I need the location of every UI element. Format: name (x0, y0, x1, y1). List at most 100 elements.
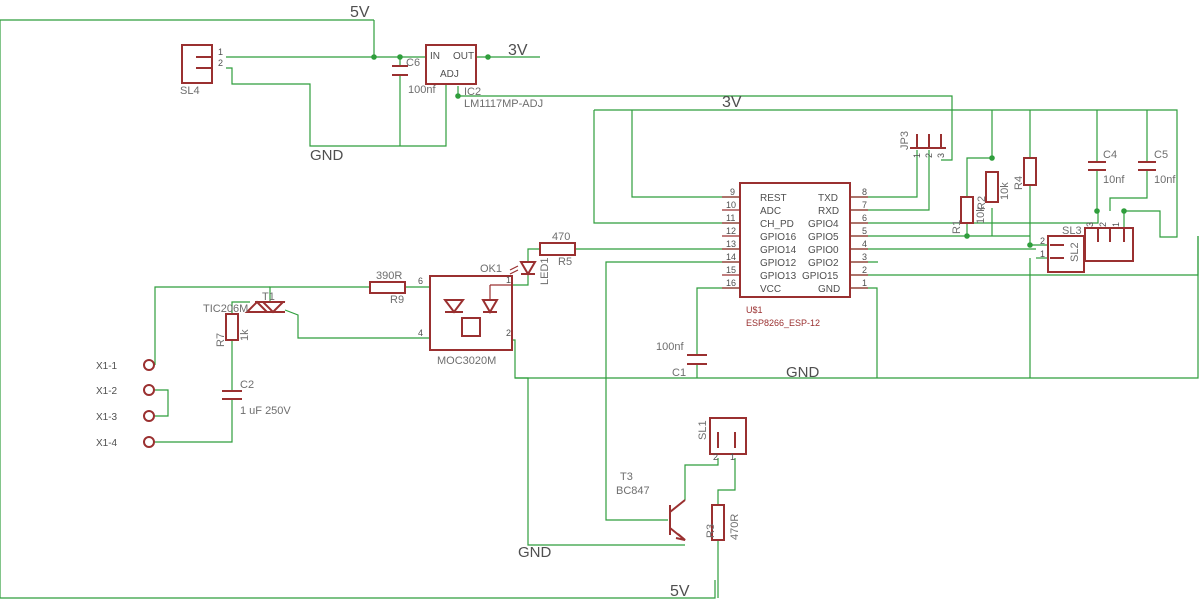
c6-capacitor (392, 65, 408, 76)
esp-pin-no: 3 (862, 252, 867, 262)
wire-3v-bus (594, 109, 1178, 238)
label-c6-val: 100nf (408, 84, 436, 96)
sl2-connector (1047, 235, 1085, 273)
label-ok1: OK1 (480, 263, 502, 275)
esp-pin-name: GPIO13 (760, 271, 797, 282)
c4-capacitor (1088, 161, 1106, 171)
wire-ok1-pin2 (512, 339, 685, 546)
wire-5v-loop (0, 19, 716, 599)
wire-r4-sl2 (1029, 185, 1048, 246)
esp-pin-no: 2 (862, 265, 867, 275)
label-r9-val: 390R (376, 270, 402, 282)
esp-pin-name: GPIO5 (808, 232, 839, 243)
r2-resistor (985, 171, 999, 203)
pin-ok-4: 4 (418, 328, 423, 338)
junction-3v-out (485, 54, 491, 60)
wire-ok1-pin4 (284, 309, 430, 339)
wire-adj (457, 86, 953, 161)
wire-gpio4 (850, 211, 1099, 224)
esp-pin-no: 5 (862, 226, 867, 236)
esp-pin-no: 9 (730, 187, 735, 197)
esp-pin-name: GND (818, 284, 840, 295)
label-r3-val: 470R (729, 514, 741, 540)
sl4-connector (181, 44, 213, 84)
pin-ok-6: 6 (418, 276, 423, 286)
junction-r1 (964, 233, 970, 239)
wire-esp-gnd (850, 287, 878, 378)
label-r3: R3 (705, 524, 717, 538)
esp-pin-no: 7 (862, 200, 867, 210)
esp-pin-name: GPIO4 (808, 219, 839, 230)
label-r2-val: 10k (999, 182, 1011, 200)
label-c1: C1 (672, 367, 686, 379)
wire-r2-link (966, 157, 992, 197)
esp-pin-name: ADC (760, 206, 781, 217)
label-led1: LED1 (539, 257, 551, 285)
label-r1-val: 10k (975, 206, 987, 224)
r9-resistor (369, 281, 406, 294)
label-sl2: SL2 (1069, 242, 1081, 262)
wire-ch-pd (593, 110, 740, 224)
net-3v-bus: 3V (722, 94, 742, 111)
esp-pin-no: 13 (726, 239, 736, 249)
esp-pin-no: 1 (862, 278, 867, 288)
pin-ok-2: 2 (506, 328, 511, 338)
pin-sl3-3: 3 (1085, 222, 1095, 227)
pin-sl4-2: 2 (218, 58, 223, 68)
label-sl1: SL1 (697, 420, 709, 440)
label-ic2-val: LM1117MP-ADJ (464, 98, 543, 110)
net-gnd-main: GND (786, 364, 820, 381)
junction-c6 (397, 54, 403, 60)
net-3v-reg: 3V (508, 42, 528, 59)
terminal-x1-1: X1-1 (96, 361, 118, 372)
r5-resistor (539, 242, 576, 256)
r4-resistor (1023, 157, 1037, 186)
t3-transistor (669, 499, 686, 541)
esp-right-pins: TXD 8 RXD 7 GPIO4 6 GPIO5 5 GPIO0 4 GPIO… (802, 187, 867, 295)
esp-left-pins: 9 REST 10 ADC 11 CH_PD 12 GPIO16 13 GPIO… (726, 187, 797, 295)
pin-sl1-1: 1 (730, 452, 735, 462)
label-t1-val: TIC206M (203, 303, 248, 315)
wire-sl4-pin2 (226, 67, 447, 147)
label-jp3: JP3 (899, 131, 911, 150)
sl3-connector (1084, 227, 1134, 262)
esp8266-module (722, 182, 868, 298)
esp-pin-no: 15 (726, 265, 736, 275)
net-5v-bottom: 5V (670, 583, 690, 600)
pin-jp3-3: 3 (936, 153, 946, 158)
wire-gnd-main (515, 236, 1199, 379)
esp-pin-no: 12 (726, 226, 736, 236)
x1-terminals (143, 359, 155, 448)
pin-sl1-2: 2 (713, 452, 718, 462)
esp-pin-name: VCC (760, 284, 781, 295)
junction-c4 (1094, 208, 1100, 214)
pin-sl3-1: 1 (1111, 222, 1121, 227)
label-r9: R9 (390, 294, 404, 306)
t1-triac (244, 300, 286, 314)
label-c6: C6 (406, 57, 420, 69)
terminal-x1-3: X1-3 (96, 412, 118, 423)
esp-pin-name: GPIO2 (808, 258, 839, 269)
label-ic2-adj: ADJ (440, 69, 459, 80)
esp-pin-name: RXD (818, 206, 839, 217)
label-r7-val: 1k (239, 329, 251, 341)
wire-triac-r7 (231, 301, 250, 314)
esp-pin-no: 16 (726, 278, 736, 288)
sl1-connector (709, 417, 747, 455)
label-u1: U$1 (746, 305, 763, 315)
label-ic2: IC2 (464, 86, 481, 98)
wire-x1-2-3 (155, 389, 169, 417)
wire-gpio15 (850, 236, 1199, 276)
esp-pin-name: GPIO15 (802, 271, 839, 282)
wire-rest (631, 110, 740, 198)
wire-t3-collector (684, 458, 719, 500)
wire-jp3-tx (850, 150, 918, 198)
pin-sl3-2: 2 (1098, 222, 1108, 227)
esp-pin-name: CH_PD (760, 219, 794, 230)
wire-r5-led (527, 248, 540, 262)
label-c5: C5 (1154, 149, 1168, 161)
pin-sl2-2: 2 (1040, 236, 1045, 246)
esp-pin-name: GPIO14 (760, 245, 797, 256)
wire-x1-1 (154, 286, 270, 365)
junction-5v (371, 54, 377, 60)
